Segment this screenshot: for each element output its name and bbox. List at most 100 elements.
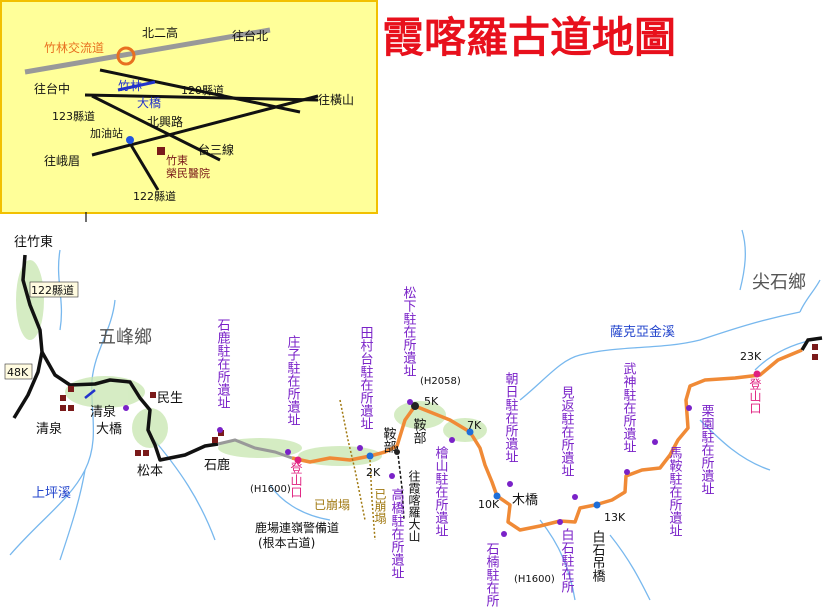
river-branch-9 — [699, 419, 771, 471]
river-branch-2 — [59, 469, 86, 561]
label-h2058: (H2058) — [420, 376, 461, 387]
station-dot — [285, 449, 291, 455]
station-dot — [624, 469, 630, 475]
river-branch-5 — [799, 279, 821, 313]
trail-east-extension — [800, 336, 823, 351]
station-dot — [501, 531, 507, 537]
inset-road-main — [84, 93, 319, 102]
label-police-line-1: 鹿場連嶺警備道 — [255, 520, 339, 535]
station-dot — [652, 439, 658, 445]
label-h1600-east: (H1600) — [514, 574, 555, 585]
map-title: 霞喀羅古道地圖 — [382, 13, 676, 62]
label-qingquan: 清泉 — [36, 421, 62, 437]
station-dot — [357, 445, 363, 451]
building-marker-qingquan-2 — [68, 386, 74, 392]
km-markers: 2K 5K 7K 10K 13K 23K — [366, 350, 762, 524]
river-branch-7 — [539, 519, 576, 601]
label-minsheng: 民生 — [157, 391, 183, 406]
km-marker-dot — [466, 428, 474, 436]
label-collapse-2: 已崩塌 — [373, 488, 387, 524]
label-anbu-2: 鞍部 — [411, 417, 427, 444]
road-122 — [12, 254, 44, 419]
river-branch-3 — [149, 434, 216, 541]
km-marker-label: 13K — [604, 511, 626, 524]
collapse-line-1 — [339, 399, 366, 521]
building-marker-minsheng — [150, 392, 156, 398]
building-marker-jianshi-2 — [812, 354, 818, 360]
inset-road-122 — [126, 139, 160, 191]
inset-label-zhulin-bridge-1: 竹林 — [118, 79, 142, 93]
road-122-label-box — [29, 281, 79, 298]
label-h1600-west: (H1600) — [250, 484, 291, 495]
label-county-road-122: 122縣道 — [31, 283, 74, 297]
building-marker-jianshi-1 — [812, 344, 818, 350]
minsheng-dot — [123, 405, 129, 411]
inset-label-to-hengshan: 往橫山 — [318, 92, 354, 107]
inset-label-north-second-highway: 北二高 — [142, 25, 178, 40]
station-label: 檜山駐在所遺址 — [433, 445, 449, 537]
station-dot — [686, 405, 692, 411]
inset-label-to-taipei: 往台北 — [232, 28, 268, 43]
inset-label-zhulin-interchange: 竹林交流道 — [44, 40, 104, 55]
inset-label-road-120: 120縣道 — [181, 83, 224, 97]
trailhead-east-label: 登山口 — [748, 377, 762, 414]
station-dot — [507, 481, 513, 487]
building-marker-qingquan-4 — [68, 405, 74, 411]
rivers — [9, 229, 821, 601]
station-dot — [407, 399, 413, 405]
river-branch-6 — [739, 229, 746, 291]
building-marker-songben-1 — [135, 450, 141, 456]
label-jianshi-township: 尖石鄉 — [752, 272, 806, 293]
label-shangping-creek: 上坪溪 — [32, 486, 71, 501]
collapse-line-2 — [369, 459, 376, 541]
inset-hospital-marker — [157, 147, 165, 155]
inset-interchange-marker — [116, 46, 136, 66]
inset-map — [0, 0, 378, 214]
station-dot — [557, 519, 563, 525]
station-label: 石楠駐在所 — [484, 542, 500, 607]
label-to-zhudong: 往竹東 — [14, 234, 53, 250]
trail-gray-section — [217, 438, 293, 460]
river-branch-4 — [269, 484, 331, 521]
station-label: 田村台駐在所遺址 — [358, 326, 374, 430]
label-anbu-1: 鞍部 — [381, 426, 397, 453]
km-marker-label: 2K — [366, 466, 381, 479]
label-collapse-1: 已崩塌 — [314, 498, 350, 512]
inset-label-provincial-3: 台三線 — [198, 142, 234, 157]
label-48k: 48K — [7, 366, 29, 379]
inset-zhulin-bridge — [117, 80, 156, 92]
station-label: 松下駐在所遺址 — [401, 286, 417, 377]
label-police-line-2: (根本古道) — [258, 535, 315, 550]
building-marker-shilu-2 — [218, 430, 224, 436]
label-wufeng-township: 五峰鄉 — [98, 327, 152, 348]
station-dot — [572, 494, 578, 500]
label-qingquan-bridge-2: 大橋 — [96, 422, 122, 437]
inset-label-beixing-road: 北興路 — [147, 114, 183, 129]
km-marker-label: 10K — [478, 498, 500, 511]
k48-label-box — [4, 363, 33, 380]
label-songben: 松本 — [137, 464, 163, 479]
inset-label-zhudong-1: 竹東 — [166, 153, 188, 167]
roads — [12, 254, 219, 462]
building-markers — [60, 344, 818, 456]
station-label: 白石駐在所 — [559, 527, 575, 593]
inset-label-zhulin-bridge-2: 大橋 — [137, 96, 161, 110]
vegetation-patch-6 — [394, 401, 446, 429]
label-wooden-bridge: 木橋 — [512, 493, 538, 508]
km-marker-label: 5K — [424, 395, 439, 408]
inset-label-to-taichung: 往台中 — [34, 81, 70, 96]
qingquan-bridge-line — [84, 389, 96, 399]
inset-label-to-emei: 往峨眉 — [44, 153, 80, 168]
station-label: 馬鞍駐在所遺址 — [667, 446, 683, 537]
km-marker-label: 7K — [467, 419, 482, 432]
inset-gas-station-dot — [126, 136, 134, 144]
saksaya-creek-line — [519, 311, 801, 401]
anbu-side-path — [396, 445, 405, 521]
building-marker-qingquan-1 — [60, 395, 66, 401]
building-marker-songben-2 — [143, 450, 149, 456]
km-marker-label: 23K — [740, 350, 762, 363]
river-branch-8 — [609, 534, 651, 601]
